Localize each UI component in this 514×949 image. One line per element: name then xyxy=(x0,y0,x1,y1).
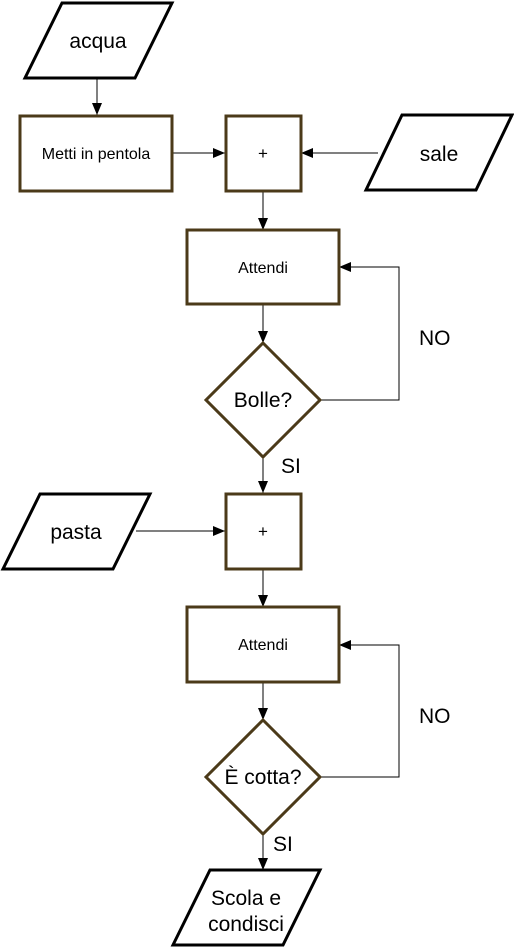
cotta-label: È cotta? xyxy=(224,766,301,789)
node-bolle: Bolle? xyxy=(203,340,323,460)
metti-label: Metti in pentola xyxy=(42,146,151,163)
edge-label-no-1: NO xyxy=(419,327,451,350)
node-sale: sale xyxy=(363,113,514,192)
node-attendi1: Attendi xyxy=(185,228,341,306)
attendi2-label: Attendi xyxy=(238,637,288,654)
plus1-box xyxy=(224,114,303,193)
edge-label-si-2: SI xyxy=(273,833,293,856)
node-acqua: acqua xyxy=(22,1,175,80)
node-plus2: + xyxy=(224,492,303,571)
edge-label-no-2: NO xyxy=(419,705,451,728)
cotta-diamond xyxy=(203,717,323,837)
scola-label-line2: condisci xyxy=(208,913,284,936)
bolle-label: Bolle? xyxy=(234,389,292,412)
pasta-label: pasta xyxy=(50,521,102,544)
connectors xyxy=(92,78,400,870)
attendi2-box xyxy=(185,605,341,684)
metti-box xyxy=(18,114,174,193)
node-plus1: + xyxy=(224,114,303,193)
edge-cotta-no-loop xyxy=(320,640,400,778)
sale-parallelogram xyxy=(363,113,514,192)
pasta-parallelogram xyxy=(0,492,153,571)
node-metti: Metti in pentola xyxy=(18,114,174,193)
node-scola: Scola e condisci xyxy=(170,868,323,947)
scola-label-line1: Scola e xyxy=(211,887,281,910)
attendi1-label: Attendi xyxy=(238,260,288,277)
plus2-box xyxy=(224,492,303,571)
node-attendi2: Attendi xyxy=(185,605,341,684)
plus1-label: + xyxy=(258,144,268,163)
edge-bolle-no-loop xyxy=(320,262,400,401)
acqua-parallelogram xyxy=(22,1,175,80)
node-cotta: È cotta? xyxy=(203,717,323,837)
edge-label-si-1: SI xyxy=(281,455,301,478)
scola-parallelogram xyxy=(170,868,323,947)
bolle-diamond xyxy=(203,340,323,460)
sale-label: sale xyxy=(420,143,459,166)
plus2-label: + xyxy=(258,522,268,541)
acqua-label: acqua xyxy=(69,30,127,53)
node-pasta: pasta xyxy=(0,492,153,571)
attendi1-box xyxy=(185,228,341,306)
